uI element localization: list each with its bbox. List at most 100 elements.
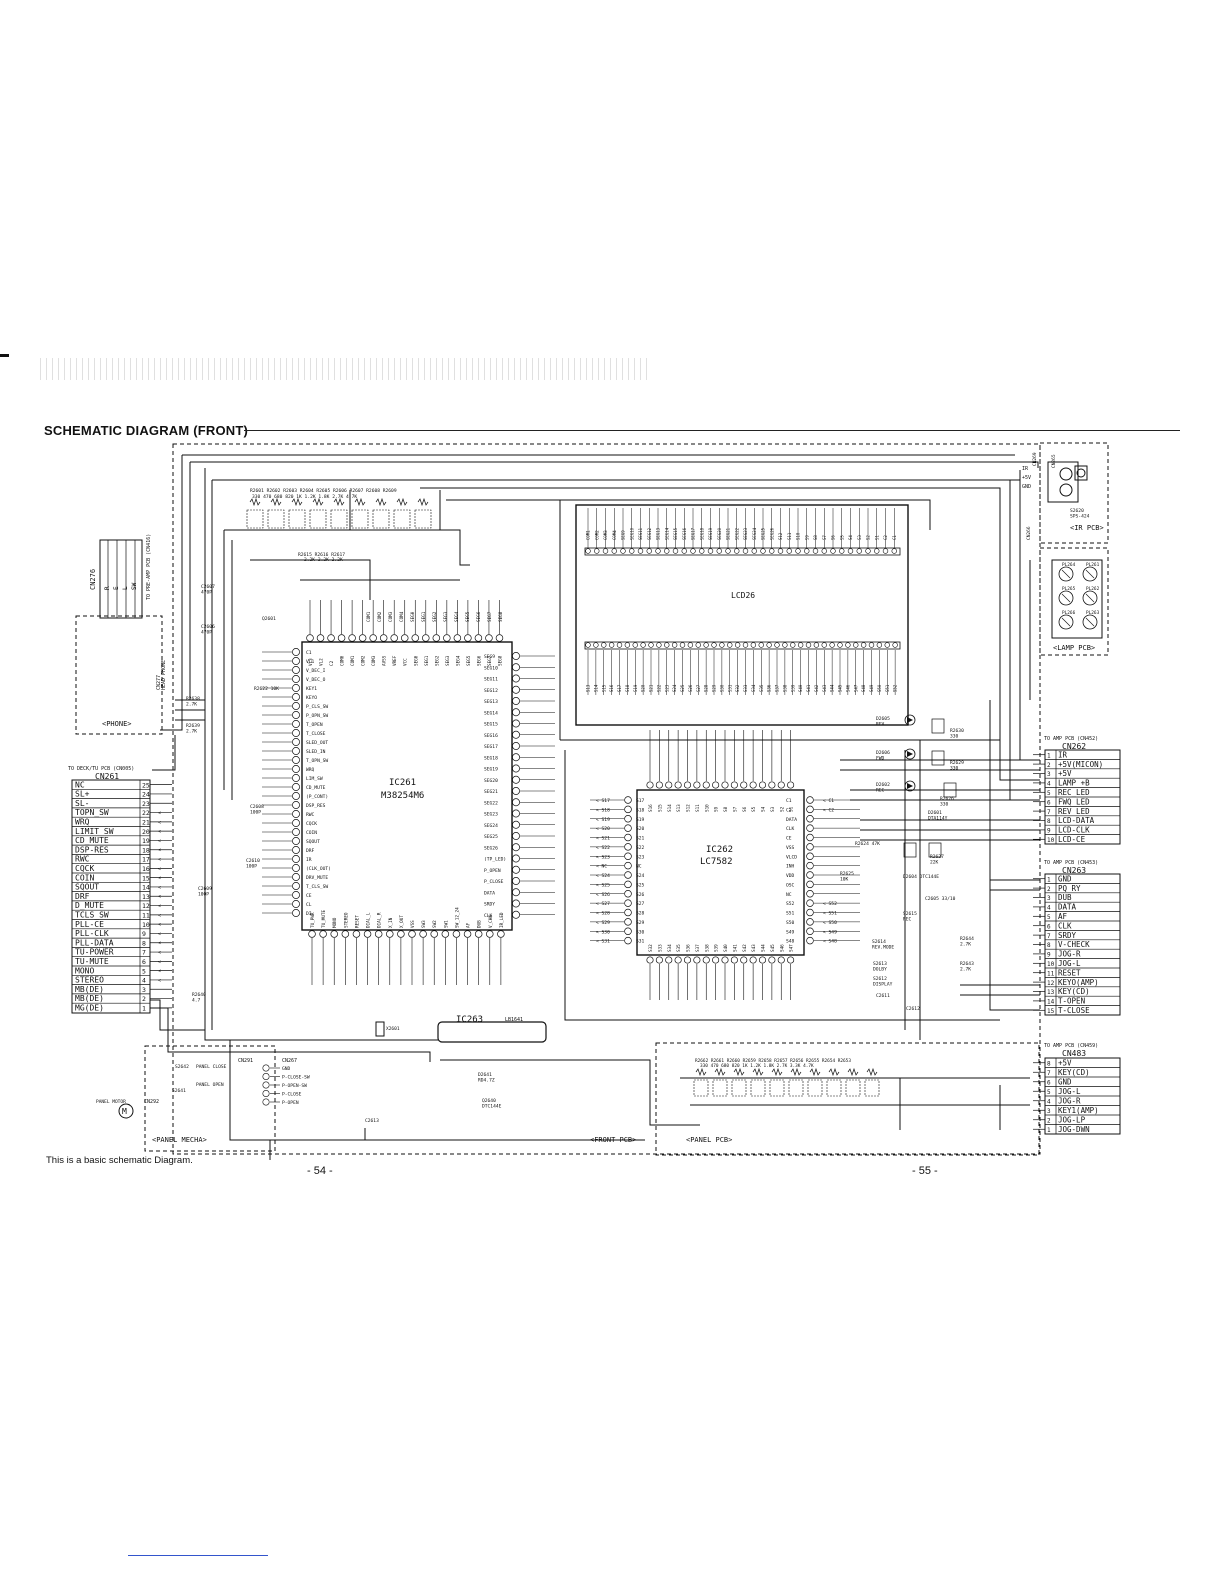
cn263-pin-number: 7 bbox=[1047, 933, 1051, 940]
lcd-pin-circle bbox=[797, 642, 804, 648]
lcd-bottom-pin-label: S18 bbox=[625, 684, 630, 692]
component-label-s2613: DOLBY bbox=[873, 967, 887, 973]
ic262-right-pin-label: VSS bbox=[786, 845, 795, 851]
ic262-pin-circle bbox=[758, 956, 767, 964]
ic262-left-net-label: < S27 bbox=[596, 901, 610, 907]
lamp-filament bbox=[1061, 617, 1071, 627]
ic262-bottom-pin-label: S42 bbox=[742, 944, 748, 952]
ic261-right-pin-label: SEG15 bbox=[484, 722, 498, 728]
component-label-led_rec: REC bbox=[876, 788, 885, 794]
cn483-pin-number: 2 bbox=[1047, 1118, 1051, 1125]
ic262-pin-circle bbox=[777, 781, 785, 789]
ic262-bottom-pin-label: S32 bbox=[648, 944, 654, 952]
ic261-pin-circle bbox=[316, 634, 325, 642]
ic262-left-pin-label: S28 bbox=[636, 911, 645, 917]
cn276-pin-label: SW bbox=[131, 582, 138, 590]
ic262-top-pin-label: S1 bbox=[789, 806, 795, 812]
cn262-pin-number: 5 bbox=[1047, 790, 1051, 797]
ic261-pin-circle bbox=[512, 787, 520, 795]
cn261-pin-number: 12 bbox=[142, 902, 150, 910]
component-label-ic262_osc: 22K bbox=[930, 860, 939, 866]
ic261-top-pin-label: COM0 bbox=[340, 655, 346, 666]
ic261-pin-circle bbox=[292, 711, 300, 719]
cn261-pin-number: 21 bbox=[142, 819, 150, 827]
ic262-pin-circle bbox=[674, 956, 682, 964]
ic261-bottom-pin-label: DUB bbox=[477, 920, 483, 928]
lcd-top-pin-label: S4 bbox=[848, 535, 853, 540]
lcd-top-pin-label: SEG26 bbox=[769, 527, 774, 540]
cn263-pin-label: RESET bbox=[1058, 968, 1081, 977]
ic262-pin-circle bbox=[712, 781, 720, 789]
switch-symbol bbox=[330, 509, 348, 529]
cn261-pin-label: TCLS_SW bbox=[75, 911, 109, 920]
ic261-pin-circle bbox=[292, 729, 300, 737]
lcd-bottom-pin-label: S13 bbox=[586, 684, 591, 692]
scan-noise-band bbox=[40, 358, 650, 380]
ic261-left-pin-label: VL1 bbox=[306, 659, 315, 665]
resistor-row2-values: 2.2K 2.2K 2.2K bbox=[304, 557, 343, 563]
cn261-pin-label: STEREO bbox=[75, 976, 104, 985]
component-label-s2641: S2641 bbox=[172, 1088, 186, 1094]
lcd-pin-circle bbox=[640, 642, 646, 648]
ic262-pin-circle bbox=[730, 781, 738, 789]
lcd-bottom-pin-label: S32 bbox=[735, 684, 740, 692]
ic261-pin-circle bbox=[308, 930, 316, 938]
switch-symbol bbox=[246, 509, 264, 529]
ic262-right-net-label: < S52 bbox=[823, 901, 837, 907]
ic261-bottom-pin-label: MONO bbox=[332, 917, 338, 928]
ic261-pin-circle bbox=[512, 843, 520, 852]
ic261-right-pin-label: SRDY bbox=[484, 902, 495, 908]
cn261-pin-number: 25 bbox=[142, 781, 150, 789]
ic261-top-pin-label: VL3 bbox=[308, 658, 314, 666]
resistor-symbol bbox=[790, 1067, 802, 1077]
ic262-pin-circle bbox=[624, 936, 632, 945]
cn277-note: HEAD PHONE bbox=[161, 660, 167, 690]
lcd-top-pin-label: S12 bbox=[778, 532, 783, 540]
ic262-pin-circle bbox=[806, 833, 814, 842]
ic262-top-pin-label: S9 bbox=[714, 806, 720, 812]
ic261-pin-circle bbox=[512, 798, 520, 807]
ic261-top-net-label: SEG2 bbox=[432, 611, 438, 622]
cn261-arrow: < bbox=[158, 978, 161, 984]
ic261-pin-circle bbox=[474, 634, 483, 642]
cn267-pin-circle bbox=[262, 1090, 270, 1098]
component-label-c2613: C2613 bbox=[365, 1118, 379, 1124]
lcd-pin-circle bbox=[812, 548, 819, 554]
front-pcb-label: <FRONT PCB> bbox=[590, 1136, 636, 1144]
component-label-s2612: S2612 bbox=[873, 976, 887, 982]
phone-outline bbox=[75, 615, 163, 735]
cn263-pin-number: 9 bbox=[1047, 952, 1051, 959]
ic261-top-pin-label: SEG2 bbox=[434, 655, 440, 666]
cn267-pin-circle bbox=[262, 1073, 270, 1081]
cn483-name: CN483 bbox=[1062, 1049, 1086, 1058]
ic262-right-pin-label: NC bbox=[786, 892, 792, 898]
ic261-pin-circle bbox=[330, 930, 338, 938]
cn261-pin-label: PLL-CLK bbox=[75, 929, 109, 938]
ic262-pin-circle bbox=[806, 824, 814, 832]
ic261-pin-circle bbox=[512, 910, 520, 919]
ic261-left-pin-label: (CLK_OUT) bbox=[306, 866, 331, 872]
lamp-icon bbox=[1082, 614, 1098, 630]
ic262-pin-circle bbox=[693, 781, 701, 789]
switch-symbol bbox=[693, 1079, 709, 1097]
ic262-pin-circle bbox=[702, 781, 710, 789]
ic261-top-pin-label: C2 bbox=[329, 660, 335, 666]
cn261-pin-label: MONO bbox=[75, 966, 94, 975]
lamp-box bbox=[1051, 559, 1103, 639]
ic261-top-pin-label: SEG7 bbox=[487, 655, 493, 666]
lcd-pin-circle bbox=[629, 548, 635, 554]
cn261-arrow: < bbox=[158, 866, 161, 872]
cn276-pin-label: L bbox=[122, 586, 129, 590]
cn276-note: TO PRE-AMP PCB (CN416) bbox=[146, 534, 152, 600]
ic261-top-net-label: COM4 bbox=[399, 611, 405, 622]
ic262-left-pin-label: S21 bbox=[636, 836, 645, 842]
component-label-ic263_transistor: Q2640 bbox=[482, 1098, 496, 1104]
ic262-bottom-pin-label: S46 bbox=[779, 944, 785, 952]
ic261-bottom-pin-label: SW_12_24 bbox=[454, 907, 460, 928]
cn261-pin-number: 23 bbox=[142, 800, 150, 808]
ic261-pin-circle bbox=[497, 930, 505, 938]
ic262-bottom-pin-label: S41 bbox=[732, 944, 738, 952]
ic261-pin-circle bbox=[292, 855, 300, 863]
ic261-top-net-label: SEG8 bbox=[498, 611, 504, 622]
cn267-name: CN267 bbox=[282, 1058, 297, 1064]
